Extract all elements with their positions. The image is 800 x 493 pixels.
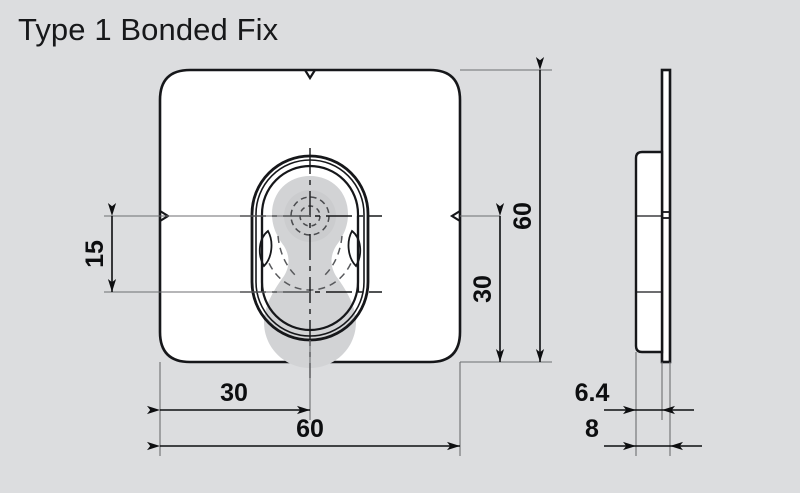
dimension-30-vertical-label: 30 — [469, 275, 497, 303]
dimension-30-horizontal-label: 30 — [220, 379, 248, 407]
dimension-15-label: 15 — [81, 240, 109, 268]
side-boss — [634, 150, 664, 354]
dimension-60-horizontal-label: 60 — [296, 415, 324, 443]
dimension-60-vertical: 60 — [509, 57, 545, 362]
notch-right — [449, 210, 461, 222]
keyhole-feature — [263, 176, 357, 368]
dimension-8-label: 8 — [585, 415, 599, 443]
extension-lines-side — [635, 352, 671, 456]
dimension-15: 15 — [81, 203, 117, 292]
hidden-arc-right — [323, 235, 343, 277]
dimension-8: 8 — [585, 415, 702, 451]
dimension-30-vertical: 30 — [469, 203, 505, 362]
dimension-30-horizontal: 30 — [147, 379, 310, 415]
hidden-arc-left — [277, 235, 297, 277]
notch-top — [304, 69, 316, 81]
page-title: Type 1 Bonded Fix — [18, 12, 279, 47]
front-view — [158, 68, 462, 378]
dimension-60-horizontal: 60 — [147, 415, 460, 451]
side-view — [634, 68, 672, 364]
dimension-60-vertical-label: 60 — [509, 202, 537, 230]
dimension-6p4: 6.4 — [575, 379, 694, 415]
dimension-6p4-label: 6.4 — [575, 379, 610, 407]
